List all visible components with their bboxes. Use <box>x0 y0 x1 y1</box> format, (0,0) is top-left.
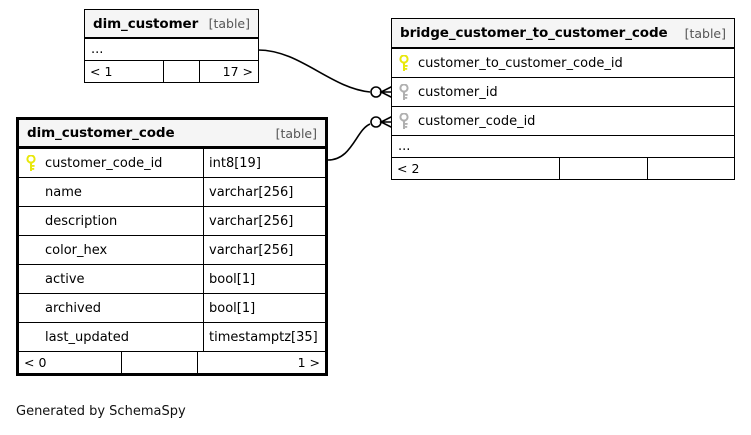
table-kind-label: [table] <box>208 16 250 31</box>
footer-outgoing-count <box>647 158 734 179</box>
column-row[interactable]: customer_code_id <box>392 106 734 135</box>
key-icon <box>392 54 416 72</box>
footer-incoming-count: < 0 <box>24 355 47 370</box>
table-header: bridge_customer_to_customer_code [table] <box>392 19 734 48</box>
column-name: color_hex <box>45 242 108 258</box>
table-footer: < 2 <box>392 157 734 179</box>
column-name: name <box>45 184 82 200</box>
column-type: int8[19] <box>203 149 325 177</box>
hidden-columns-ellipsis: ... <box>85 38 258 60</box>
column-row[interactable]: name varchar[256] <box>19 177 325 206</box>
table-bridge-customer-to-customer-code[interactable]: bridge_customer_to_customer_code [table]… <box>391 18 735 180</box>
column-type: timestamptz[35] <box>203 323 325 351</box>
column-type: bool[1] <box>203 294 325 322</box>
column-row[interactable]: customer_code_id int8[19] <box>19 148 325 177</box>
cardinality-zero-circle <box>370 116 382 128</box>
column-name: description <box>45 213 118 229</box>
footer-outgoing-count: 1 > <box>197 352 325 373</box>
footer-outgoing-count: 17 > <box>199 61 258 82</box>
column-name: active <box>45 271 85 287</box>
column-row[interactable]: active bool[1] <box>19 264 325 293</box>
column-row[interactable]: last_updated timestamptz[35] <box>19 322 325 351</box>
table-title: dim_customer_code <box>27 125 175 141</box>
relationship-dim-customer-to-bridge <box>257 49 394 99</box>
footer-middle-cell <box>559 158 647 179</box>
column-row[interactable]: customer_to_customer_code_id <box>392 48 734 77</box>
table-header: dim_customer [table] <box>85 10 258 38</box>
column-type: bool[1] <box>203 265 325 293</box>
table-dim-customer-code[interactable]: dim_customer_code [table] customer_code_… <box>16 117 328 376</box>
footer-middle-cell <box>121 352 197 373</box>
column-row[interactable]: customer_id <box>392 77 734 106</box>
footer-middle-cell <box>163 61 199 82</box>
column-row[interactable]: description varchar[256] <box>19 206 325 235</box>
key-icon <box>392 112 416 130</box>
column-name: customer_code_id <box>418 113 536 129</box>
column-row[interactable]: archived bool[1] <box>19 293 325 322</box>
column-type: varchar[256] <box>203 236 325 264</box>
table-dim-customer[interactable]: dim_customer [table] ... < 1 17 > <box>84 9 259 83</box>
relationship-dim-customer-code-to-bridge <box>327 115 394 161</box>
column-name: customer_code_id <box>45 155 163 171</box>
column-row[interactable]: color_hex varchar[256] <box>19 235 325 264</box>
column-type: varchar[256] <box>203 178 325 206</box>
table-footer: < 1 17 > <box>85 60 258 82</box>
table-title: dim_customer <box>93 15 199 32</box>
table-title: bridge_customer_to_customer_code <box>400 25 668 41</box>
footer-incoming-count: < 1 <box>90 64 113 79</box>
hidden-columns-ellipsis: ... <box>392 135 734 157</box>
key-icon <box>392 83 416 101</box>
generated-by-caption: Generated by SchemaSpy <box>16 404 186 419</box>
column-type: varchar[256] <box>203 207 325 235</box>
table-kind-label: [table] <box>275 125 317 141</box>
table-header: dim_customer_code [table] <box>19 120 325 148</box>
column-name: last_updated <box>45 329 130 345</box>
column-name: archived <box>45 300 101 316</box>
table-kind-label: [table] <box>684 25 726 41</box>
footer-incoming-count: < 2 <box>397 161 420 176</box>
cardinality-zero-circle <box>370 86 382 98</box>
table-footer: < 0 1 > <box>19 351 325 373</box>
column-name: customer_to_customer_code_id <box>418 55 623 71</box>
column-name: customer_id <box>418 84 498 100</box>
key-icon <box>19 154 43 172</box>
